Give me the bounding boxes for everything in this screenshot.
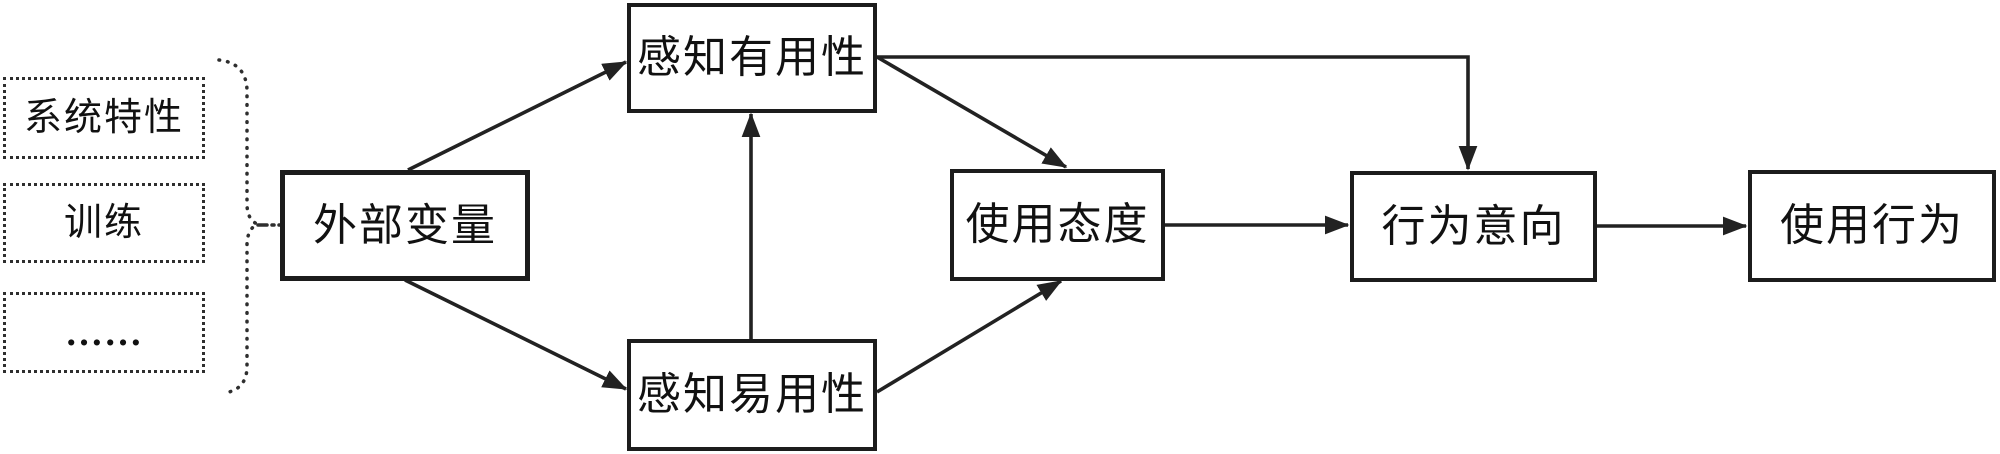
edge-external-to-usefulness [407, 60, 628, 172]
antecedent-label: 系统特性 [23, 97, 184, 139]
node-behavioral-intention: 行为意向 [1350, 171, 1597, 282]
edge-usefulness-to-attitude [876, 55, 1068, 169]
antecedent-label: …… [65, 311, 143, 354]
node-label: 使用态度 [965, 200, 1150, 249]
antecedent-label: 训练 [63, 202, 144, 244]
node-usage-behavior: 使用行为 [1748, 170, 1996, 282]
antecedent-box-system-characteristics: 系统特性 [3, 77, 205, 159]
antecedent-box-training: 训练 [3, 183, 205, 263]
antecedent-box-ellipsis: …… [3, 292, 205, 373]
node-external-variables: 外部变量 [280, 170, 530, 281]
node-attitude-toward-use: 使用态度 [950, 169, 1165, 281]
node-label: 感知有用性 [637, 33, 867, 82]
node-label: 感知易用性 [637, 370, 867, 419]
edge-easeofuse-to-attitude [876, 279, 1063, 394]
node-label: 外部变量 [313, 200, 497, 250]
node-label: 行为意向 [1381, 201, 1566, 251]
edge-usefulness-to-intention [877, 55, 1478, 171]
node-label: 使用行为 [1780, 201, 1964, 250]
brace-antecedents [217, 58, 261, 395]
edge-external-to-easeofuse [404, 278, 628, 391]
node-perceived-ease-of-use: 感知易用性 [627, 339, 877, 451]
node-perceived-usefulness: 感知有用性 [627, 3, 877, 113]
